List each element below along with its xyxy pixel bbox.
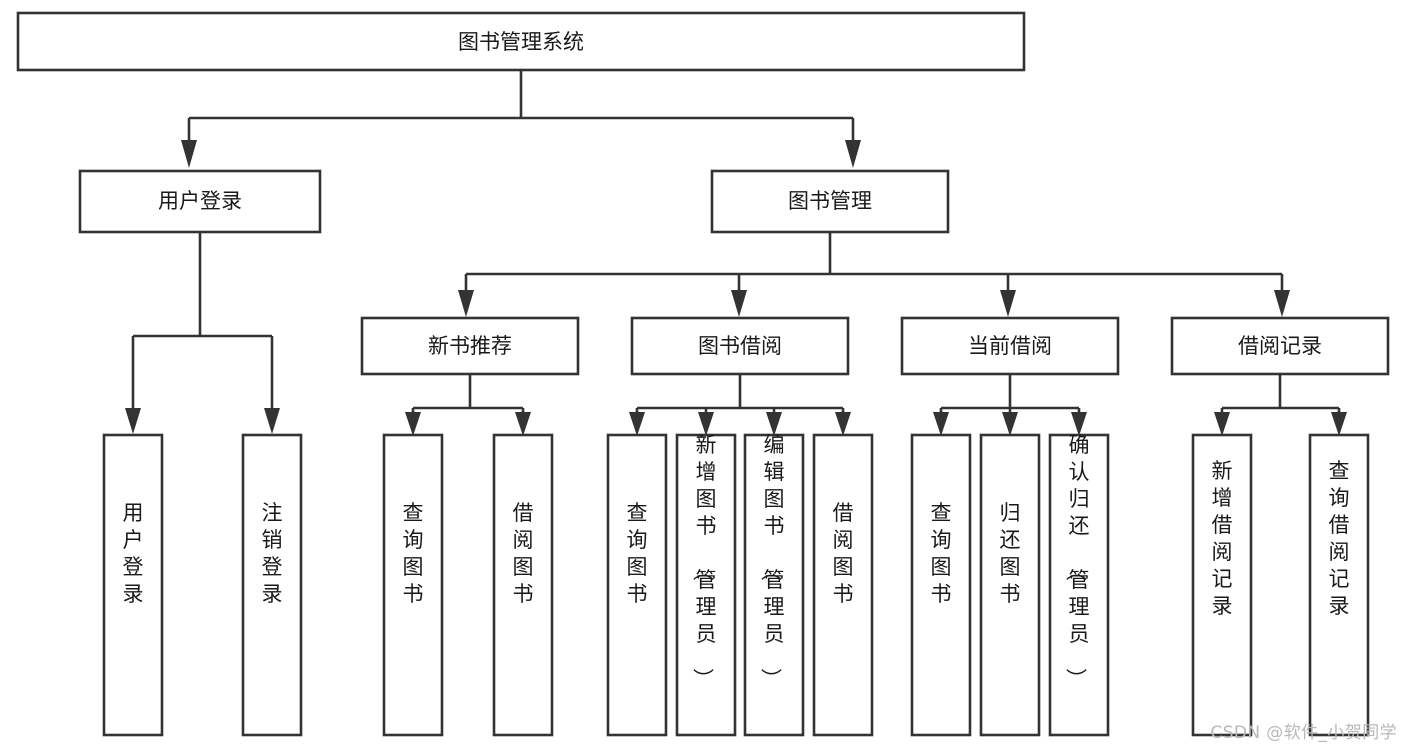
leaf-node-add-borrow-record-label: 新增借阅记录 — [1212, 459, 1233, 618]
leaf-node-borrow-book-box — [812, 433, 874, 737]
connector-book-management-to-level2 — [458, 232, 1290, 317]
arrow-head-icon — [698, 412, 714, 436]
leaf-node-query-book-recommend-label: 查询图书 — [403, 501, 424, 606]
leaf-node-query-book-borrow-label: 查询图书 — [627, 501, 648, 606]
leaf-node-add-book-admin-box — [675, 433, 737, 737]
arrow-head-icon — [629, 412, 645, 436]
node-current-borrow-label: 当前借阅 — [968, 334, 1052, 358]
node-user-login-label: 用户登录 — [158, 189, 242, 213]
leaf-node-confirm-return-admin-label: 确认归还（管理员） — [1064, 433, 1090, 689]
leaf-node-logout[interactable]: 注销登录 — [241, 433, 303, 737]
leaf-node-query-book-borrow[interactable]: 查询图书 — [606, 433, 668, 737]
node-root-system-label: 图书管理系统 — [458, 30, 584, 54]
node-borrow-record-label: 借阅记录 — [1238, 334, 1322, 358]
node-root-system-box — [16, 11, 1026, 72]
arrow-head-icon — [835, 412, 851, 436]
leaf-node-borrow-book[interactable]: 借阅图书 — [812, 433, 874, 737]
leaf-node-query-book-current-box — [910, 433, 972, 737]
leaf-node-borrow-book-recommend[interactable]: 借阅图书 — [492, 433, 554, 737]
leaf-node-add-book-admin[interactable]: 新增图书（管理员） — [675, 433, 737, 737]
leaf-node-borrow-book-label: 借阅图书 — [833, 501, 854, 606]
leaf-node-query-book-recommend[interactable]: 查询图书 — [382, 433, 444, 737]
leaf-node-return-book-box — [979, 433, 1041, 737]
leaf-node-add-borrow-record-box — [1191, 433, 1253, 737]
leaf-node-query-borrow-record[interactable]: 查询借阅记录 — [1308, 433, 1370, 737]
leaf-node-edit-book-admin-box — [743, 433, 805, 737]
connector-borrow-record-to-leaves — [1214, 374, 1347, 436]
connector-current-borrow-to-leaves — [933, 374, 1087, 436]
node-new-book-recommend-box — [360, 316, 580, 376]
arrow-head-icon — [731, 290, 747, 317]
arrow-head-icon — [181, 140, 197, 168]
arrow-head-icon — [458, 290, 474, 317]
leaf-node-query-book-current[interactable]: 查询图书 — [910, 433, 972, 737]
connector-user-login-to-leaves — [125, 232, 280, 434]
arrow-head-icon — [1331, 412, 1347, 436]
node-book-borrow[interactable]: 图书借阅 — [630, 316, 850, 376]
arrow-head-icon — [125, 408, 141, 434]
arrow-head-icon — [405, 412, 421, 436]
leaf-node-borrow-book-recommend-box — [492, 433, 554, 737]
leaf-node-confirm-return-admin-box — [1048, 433, 1110, 737]
leaf-node-user-login[interactable]: 用户登录 — [102, 433, 164, 737]
leaf-node-query-book-borrow-box — [606, 433, 668, 737]
node-book-management-label: 图书管理 — [788, 189, 872, 213]
node-book-borrow-label: 图书借阅 — [698, 334, 782, 358]
arrow-head-icon — [1000, 290, 1016, 317]
arrow-head-icon — [1214, 412, 1230, 436]
node-root-system[interactable]: 图书管理系统 — [16, 11, 1026, 72]
node-user-login-box — [78, 169, 322, 234]
connector-new-book-recommend-to-leaves — [405, 374, 531, 436]
connector-root-to-level1 — [181, 70, 861, 168]
leaf-node-add-borrow-record[interactable]: 新增借阅记录 — [1191, 433, 1253, 737]
leaf-node-add-book-admin-label: 新增图书（管理员） — [691, 433, 717, 689]
leaf-node-return-book-label: 归还图书 — [1000, 501, 1021, 606]
leaf-node-query-book-current-label: 查询图书 — [931, 501, 952, 606]
node-current-borrow[interactable]: 当前借阅 — [900, 316, 1120, 376]
leaf-node-logout-box — [241, 433, 303, 737]
arrow-head-icon — [1071, 412, 1087, 436]
leaf-node-user-login-box — [102, 433, 164, 737]
leaf-node-edit-book-admin[interactable]: 编辑图书（管理员） — [743, 433, 805, 737]
leaf-node-user-login-label: 用户登录 — [123, 501, 144, 606]
leaf-node-borrow-book-recommend-label: 借阅图书 — [513, 501, 534, 606]
leaf-node-confirm-return-admin[interactable]: 确认归还（管理员） — [1048, 433, 1110, 737]
arrow-head-icon — [1002, 412, 1018, 436]
arrow-head-icon — [766, 412, 782, 436]
arrow-head-icon — [264, 408, 280, 434]
leaf-node-return-book[interactable]: 归还图书 — [979, 433, 1041, 737]
leaf-node-edit-book-admin-label: 编辑图书（管理员） — [759, 433, 785, 689]
node-new-book-recommend-label: 新书推荐 — [428, 334, 512, 358]
leaf-node-query-borrow-record-box — [1308, 433, 1370, 737]
arrow-head-icon — [1274, 290, 1290, 317]
node-book-management[interactable]: 图书管理 — [710, 169, 950, 234]
connector-book-borrow-to-leaves — [629, 374, 851, 436]
node-user-login[interactable]: 用户登录 — [78, 169, 322, 234]
leaf-node-logout-label: 注销登录 — [262, 501, 283, 606]
arrow-head-icon — [933, 412, 949, 436]
node-new-book-recommend[interactable]: 新书推荐 — [360, 316, 580, 376]
csdn-watermark: CSDN @软件_小贺同学 — [1210, 723, 1397, 743]
node-borrow-record[interactable]: 借阅记录 — [1170, 316, 1390, 376]
node-current-borrow-box — [900, 316, 1120, 376]
arrow-head-icon — [845, 140, 861, 168]
leaf-node-query-book-recommend-box — [382, 433, 444, 737]
leaf-node-query-borrow-record-label: 查询借阅记录 — [1329, 459, 1350, 618]
arrow-head-icon — [515, 412, 531, 436]
